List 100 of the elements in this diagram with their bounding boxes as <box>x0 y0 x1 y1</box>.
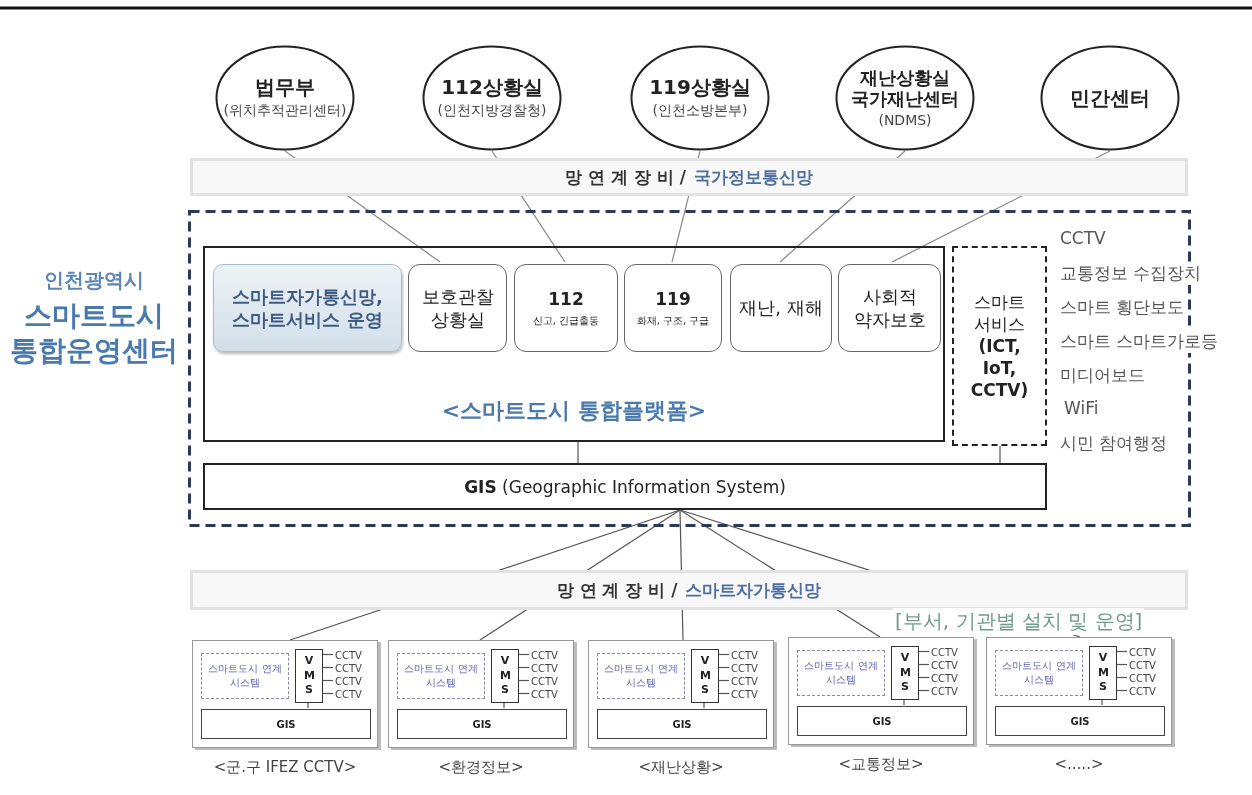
connector-line <box>577 441 579 464</box>
gis-label: GIS <box>472 718 492 730</box>
service-label: 스마트 서비스 (ICT, IoT, CCTV) <box>969 290 1030 402</box>
org-name: 민간센터 <box>1069 86 1151 110</box>
connector-line <box>307 701 309 709</box>
gis-label: GIS <box>872 715 892 727</box>
connector-line <box>503 701 505 709</box>
cctv-label: CCTV <box>731 649 771 662</box>
gis-box <box>201 709 371 739</box>
org-name: 법무부 <box>254 76 316 99</box>
panel-caption: <재난상황> <box>637 758 725 777</box>
cctv-label: CCTV <box>931 672 971 685</box>
gis-box <box>797 706 967 736</box>
unit-label: 보호관찰 상황실 <box>420 284 495 332</box>
vms-box <box>1089 646 1117 700</box>
organization-ellipse <box>422 45 562 151</box>
system-panel <box>192 640 378 748</box>
organization-ellipse <box>215 45 355 151</box>
center-name: 스마트도시 통합운영센터 <box>9 298 179 368</box>
gis-box <box>995 706 1165 736</box>
vms-label: V M S <box>500 653 510 699</box>
service-box <box>952 246 1047 446</box>
org-detail: (인천소방본부) <box>652 102 748 120</box>
linkage-label: 스마트도시 연계 시스템 <box>207 662 283 690</box>
unit-box <box>730 264 832 352</box>
unit-label: 사회적 약자보호 <box>852 284 927 332</box>
gis-label: GIS (Geographic Information System) <box>464 476 786 497</box>
gis-label: GIS <box>276 718 296 730</box>
cctv-label: CCTV <box>731 688 771 701</box>
linkage-label: 스마트도시 연계 시스템 <box>803 659 879 687</box>
cctv-label: CCTV <box>1129 672 1169 685</box>
organization-ellipse <box>630 45 770 151</box>
linkage-label: 스마트도시 연계 시스템 <box>1001 659 1077 687</box>
connector-line <box>903 698 905 706</box>
cctv-label: CCTV <box>531 662 571 675</box>
org-detail: (NDMS) <box>878 112 932 129</box>
vms-box <box>691 649 719 703</box>
unit-box <box>838 264 941 352</box>
panel-caption: <교통정보> <box>837 755 925 774</box>
unit-label: 재난, 재해 <box>738 296 824 320</box>
gis-box <box>597 709 767 739</box>
org-detail: (위치추적관리센터) <box>223 102 347 120</box>
vms-box <box>295 649 323 703</box>
vms-box <box>891 646 919 700</box>
cctv-label: CCTV <box>731 662 771 675</box>
linkage-box <box>597 653 685 699</box>
vms-label: V M S <box>900 650 910 696</box>
operations-label: 스마트자가통신망, 스마트서비스 운영 <box>231 284 384 332</box>
vms-label: V M S <box>1098 650 1108 696</box>
panel-caption: <군.구 IFEZ CCTV> <box>212 758 358 777</box>
vms-label: V M S <box>304 653 314 699</box>
linkage-label: 스마트도시 연계 시스템 <box>403 662 479 690</box>
cctv-label: CCTV <box>335 649 375 662</box>
cctv-label: CCTV <box>531 688 571 701</box>
vms-label: V M S <box>700 653 710 699</box>
cctv-label: CCTV <box>335 688 375 701</box>
connector-line <box>999 445 1001 464</box>
cctv-label: CCTV <box>531 649 571 662</box>
unit-box <box>514 264 618 352</box>
platform-box <box>203 246 945 442</box>
network-label: 망 연 계 장 비 / <box>565 165 686 189</box>
gis-label: GIS <box>672 718 692 730</box>
org-name: 119상황실 <box>648 76 752 99</box>
unit-detail: 화재, 구조, 구급 <box>636 314 710 329</box>
cctv-label: CCTV <box>731 675 771 688</box>
panel-caption: <.....> <box>1053 755 1105 773</box>
network-name: 국가정보통신망 <box>693 165 813 189</box>
unit-detail: 신고, 긴급출동 <box>532 314 600 329</box>
unit-label: 112 <box>547 287 585 311</box>
vms-box <box>491 649 519 703</box>
unit-box <box>408 264 507 352</box>
network-label: 망 연 계 장 비 / <box>556 578 678 602</box>
cctv-label: CCTV <box>931 685 971 698</box>
gis-bar <box>203 463 1047 510</box>
cctv-label: CCTV <box>1129 646 1169 659</box>
gis-label: GIS <box>1070 715 1090 727</box>
system-panel <box>788 637 974 745</box>
system-panel <box>986 637 1172 745</box>
operations-box <box>213 264 402 352</box>
cctv-label: CCTV <box>1129 659 1169 672</box>
cctv-label: CCTV <box>335 662 375 675</box>
linkage-label: 스마트도시 연계 시스템 <box>603 662 679 690</box>
org-name: 112상황실 <box>440 76 544 99</box>
system-panel <box>588 640 774 748</box>
cctv-label: CCTV <box>931 646 971 659</box>
cctv-label: CCTV <box>1129 685 1169 698</box>
connector-line <box>703 701 705 709</box>
linkage-box <box>201 653 289 699</box>
organization-ellipse <box>1040 45 1180 151</box>
cctv-label: CCTV <box>335 675 375 688</box>
org-detail: (인천지방경찰청) <box>437 102 547 120</box>
panel-caption: <환경정보> <box>437 758 525 777</box>
unit-label: 119 <box>654 287 692 311</box>
note-label: [부서, 기관별 설치 및 운영] <box>893 608 1145 635</box>
unit-box <box>624 264 722 352</box>
organization-ellipse <box>835 45 975 151</box>
center-title: 인천광역시 <box>44 267 144 294</box>
linkage-box <box>797 650 885 696</box>
cctv-label: CCTV <box>931 659 971 672</box>
gis-box <box>397 709 567 739</box>
